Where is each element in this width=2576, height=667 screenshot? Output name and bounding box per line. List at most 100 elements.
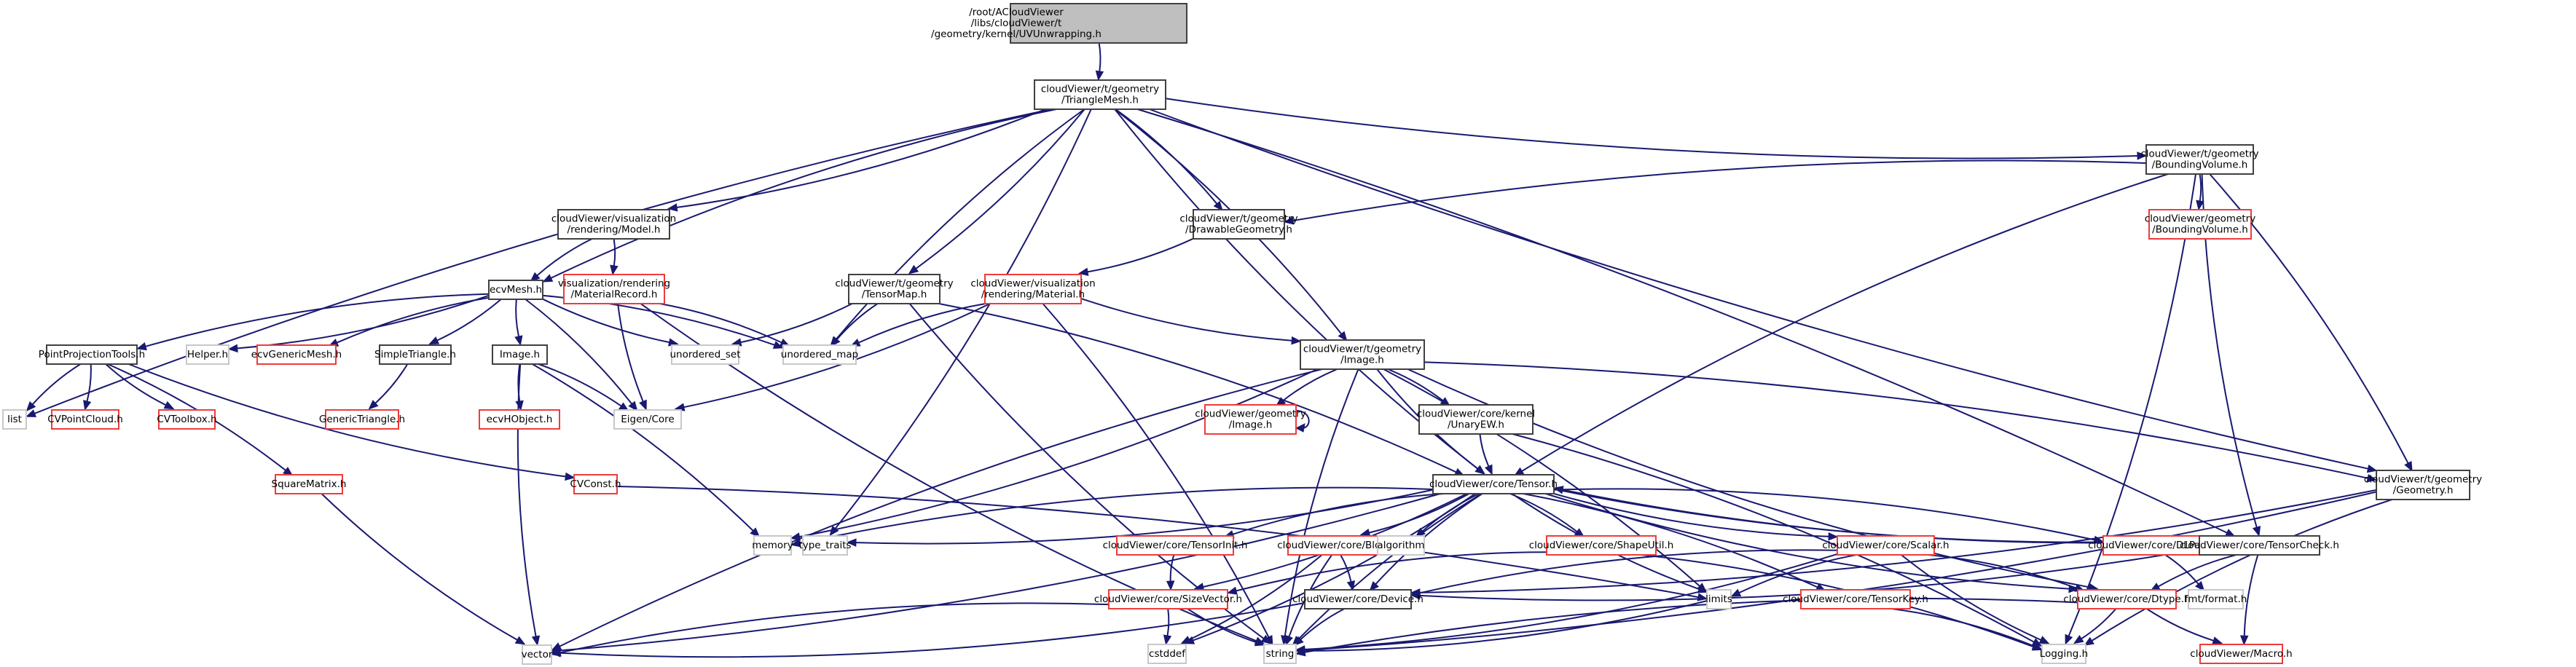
edge-line — [2091, 499, 2392, 642]
edge-line — [2146, 608, 2214, 642]
node-string[interactable]: string — [1263, 644, 1297, 664]
node-vector[interactable]: vector — [522, 644, 553, 665]
node-label: cloudViewer/t/geometry — [2140, 149, 2258, 160]
edge-line — [1193, 493, 1476, 642]
node-algorithm[interactable]: algorithm — [1377, 535, 1425, 556]
node-simpletriangle[interactable]: SimpleTriangle.h — [374, 344, 456, 365]
node-fmtformat[interactable]: fmt/format.h — [2185, 589, 2247, 609]
arrowhead-icon — [1295, 647, 1305, 655]
node-ecvhobject[interactable]: ecvHObject.h — [479, 409, 560, 430]
node-list[interactable]: list — [2, 409, 27, 430]
node-label: fmt/format.h — [2185, 593, 2247, 605]
node-label: cloudViewer/core/Device.h — [1292, 593, 1424, 605]
node-trianglemesh[interactable]: cloudViewer/t/geometry/TriangleMesh.h — [1034, 79, 1166, 110]
node-box — [1108, 589, 1228, 609]
edge-ecvmesh-to-eigen — [525, 299, 638, 412]
arrowhead-icon — [1163, 634, 1172, 646]
edge-tensormap-to-unordered_map — [830, 303, 879, 347]
node-pointprojection[interactable]: PointProjectionTools.h — [39, 344, 145, 365]
node-cvtoolbox[interactable]: CVToolbox.h — [157, 409, 217, 430]
node-label: cloudViewer/core/Dtype.h — [2063, 593, 2190, 605]
edge-line — [799, 486, 1434, 544]
edge-material-to-eigen — [674, 303, 991, 411]
node-memory[interactable]: memory — [752, 535, 793, 556]
node-limits[interactable]: limits — [1705, 589, 1732, 609]
node-boundingvolume_t[interactable]: cloudViewer/t/geometry/BoundingVolume.h — [2140, 144, 2259, 175]
arrowhead-icon — [750, 527, 761, 537]
node-tensormap[interactable]: cloudViewer/t/geometry/TensorMap.h — [835, 274, 954, 304]
arrowhead-icon — [163, 400, 175, 410]
node-boundingvolume[interactable]: cloudViewer/geometry/BoundingVolume.h — [2145, 209, 2255, 240]
node-label: cloudViewer/core/Scalar.h — [1822, 540, 1949, 551]
node-tensorkey[interactable]: cloudViewer/core/TensorKey.h — [1783, 589, 1928, 609]
edge-line — [1424, 361, 2368, 479]
node-label: SquareMatrix.h — [272, 478, 347, 490]
node-cvpointcloud[interactable]: CVPointCloud.h — [47, 409, 123, 430]
node-geometry[interactable]: cloudViewer/t/geometry/Geometry.h — [2364, 470, 2482, 500]
node-sizevector[interactable]: cloudViewer/core/SizeVector.h — [1094, 589, 1242, 609]
arrowhead-icon — [531, 635, 541, 647]
node-squarematrix[interactable]: SquareMatrix.h — [272, 474, 347, 494]
node-type_traits[interactable]: type_traits — [798, 535, 852, 556]
node-label: /libs/cloudViewer/t — [971, 17, 1062, 29]
node-label: cloudViewer/core/Blob.h — [1277, 540, 1396, 551]
edge-line — [1419, 489, 2377, 593]
node-geomimage[interactable]: cloudViewer/geometry/Image.h — [1195, 404, 1306, 435]
node-scalar[interactable]: cloudViewer/core/Scalar.h — [1822, 535, 1949, 556]
node-imageh[interactable]: Image.h — [492, 344, 548, 365]
node-unordered_set[interactable]: unordered_set — [669, 344, 741, 365]
node-model[interactable]: cloudViewer/visualization/rendering/Mode… — [551, 209, 676, 240]
node-box — [753, 535, 792, 556]
node-label: /MaterialRecord.h — [571, 289, 658, 301]
node-label: /Image.h — [1229, 419, 1273, 431]
node-tensorcheck[interactable]: cloudViewer/core/TensorCheck.h — [2180, 535, 2339, 556]
node-unaryew[interactable]: cloudViewer/core/kernel/UnaryEW.h — [1417, 404, 1535, 435]
node-eigen[interactable]: Eigen/Core — [613, 409, 682, 430]
node-box — [1116, 535, 1234, 556]
node-box — [671, 344, 739, 365]
node-materialrecord[interactable]: visualization/rendering/MaterialRecord.h — [558, 274, 670, 304]
edge-unaryew-to-tensor — [1479, 433, 1493, 475]
edge-trianglemesh-to-geometry — [1149, 108, 2378, 473]
edge-line — [1545, 493, 2070, 590]
node-device[interactable]: cloudViewer/core/Device.h — [1292, 589, 1424, 609]
node-label: CVPointCloud.h — [47, 414, 123, 425]
node-ecvgenericmesh[interactable]: ecvGenericMesh.h — [251, 344, 342, 365]
node-dlpack[interactable]: cloudViewer/core/DLPack.h — [2088, 535, 2221, 556]
node-unordered_map[interactable]: unordered_map — [781, 344, 858, 365]
node-timage[interactable]: cloudViewer/t/geometry/Image.h — [1300, 339, 1425, 370]
edge-line — [525, 299, 632, 405]
node-cvconst[interactable]: CVConst.h — [570, 474, 621, 494]
node-box — [186, 344, 229, 365]
node-shapeutil[interactable]: cloudViewer/core/ShapeUtil.h — [1529, 535, 1674, 556]
node-label: cloudViewer/geometry — [1195, 409, 1305, 420]
node-label: ecvGenericMesh.h — [251, 349, 342, 360]
node-box — [488, 280, 543, 300]
node-macro[interactable]: cloudViewer/Macro.h — [2190, 644, 2293, 664]
node-label: cloudViewer/visualization — [551, 213, 676, 225]
node-ecvmesh[interactable]: ecvMesh.h — [488, 280, 543, 300]
node-helper[interactable]: Helper.h — [186, 344, 229, 365]
node-logging[interactable]: Logging.h — [2040, 644, 2088, 664]
node-tensorinit[interactable]: cloudViewer/core/TensorInit.h — [1103, 535, 1248, 556]
node-box — [1147, 644, 1187, 664]
edge-line — [617, 303, 644, 402]
node-cstddef[interactable]: cstddef — [1147, 644, 1187, 664]
node-box — [848, 274, 941, 304]
arrowhead-icon — [1291, 336, 1302, 345]
arrowhead-icon — [83, 400, 92, 411]
edge-tensor-to-type_traits — [846, 489, 1434, 547]
node-box — [479, 409, 560, 430]
node-drawable[interactable]: cloudViewer/t/geometry/DrawableGeometry.… — [1179, 209, 1298, 240]
arrowhead-icon — [2252, 526, 2261, 537]
node-generictriangle[interactable]: GenericTriangle.h — [319, 409, 405, 430]
arrowhead-icon — [2065, 634, 2073, 645]
edge-squarematrix-to-vector — [321, 493, 526, 645]
node-dtype[interactable]: cloudViewer/core/Dtype.h — [2063, 589, 2191, 609]
edge-line — [613, 238, 616, 267]
node-material[interactable]: cloudViewer/visualization/rendering/Mate… — [970, 274, 1096, 304]
edge-line — [908, 303, 1265, 639]
node-tensor[interactable]: cloudViewer/core/Tensor.h — [1429, 474, 1558, 494]
node-label: cloudViewer/t/geometry — [1041, 84, 1159, 95]
